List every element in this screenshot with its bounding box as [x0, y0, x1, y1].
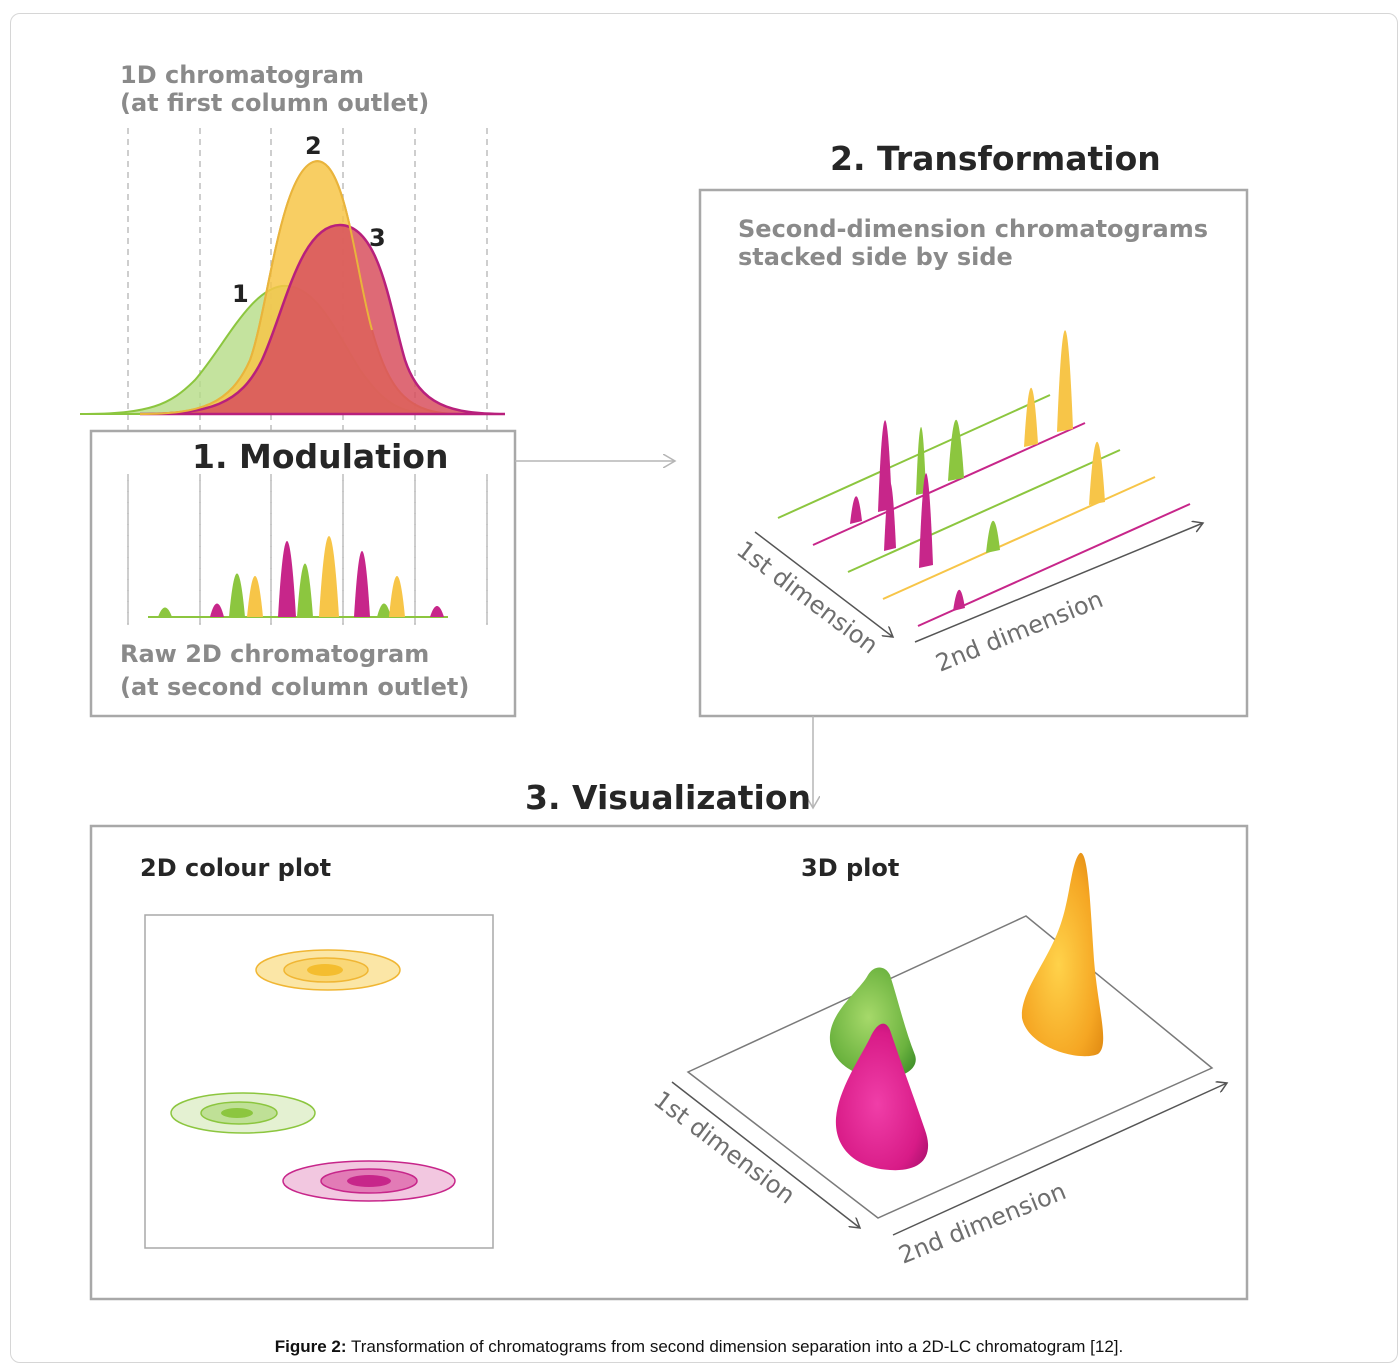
second-dim-subtitle: stacked side by side	[738, 243, 1013, 271]
stacked-peak	[916, 426, 926, 495]
trace-4-yellow	[882, 476, 1156, 600]
modulation-panel: 1. Modulation Raw 2D chromatogram (at se	[89, 429, 517, 718]
stacked-peak	[986, 520, 1000, 553]
raw-2d-subtitle: (at second column outlet)	[120, 673, 469, 701]
stacked-peak	[919, 473, 933, 568]
trace-2-magenta	[812, 422, 1086, 546]
trace-1-green	[777, 394, 1051, 519]
plot-3d-plane	[686, 915, 1214, 1219]
modulation-inner-gridlines	[127, 475, 488, 625]
stacked-peak	[948, 419, 964, 481]
raw-peak	[278, 541, 296, 617]
raw-peak	[377, 603, 391, 617]
contour-magenta	[282, 1160, 456, 1202]
peak-2-outline	[139, 160, 373, 415]
visualization-panel: 3. Visualization 2D colour plot 3D plot	[89, 778, 1249, 1301]
raw-peak	[158, 607, 172, 617]
figure-caption: Figure 2: Transformation of chromatogram…	[0, 1337, 1398, 1357]
chromatogram-1d: 1D chromatogram (at first column outlet)…	[79, 61, 506, 625]
stacked-peak	[850, 496, 862, 524]
modulation-title-bg	[94, 434, 512, 474]
transformation-title: 2. Transformation	[830, 139, 1161, 178]
contour-green	[170, 1092, 316, 1134]
stacked-peak	[953, 589, 965, 611]
modulation-frame	[89, 429, 517, 718]
stacked-peak	[884, 482, 896, 551]
stacked-peak	[1057, 330, 1073, 432]
figure-diagram: 1D chromatogram (at first column outlet)…	[79, 61, 1249, 1301]
caption-text: Transformation of chromatograms from sec…	[346, 1337, 1124, 1356]
trace-3-green	[847, 449, 1121, 573]
stacked-traces	[777, 330, 1191, 627]
peak-1-label: 1	[232, 280, 249, 308]
peak-3-magenta	[139, 223, 506, 416]
first-dim-label: 1st dimension	[731, 535, 883, 659]
plot-3d-title: 3D plot	[801, 854, 899, 882]
modulation-title: 1. Modulation	[192, 437, 448, 476]
plot-3d-second-dim-arrow	[892, 1083, 1227, 1236]
chrom-1d-title: 1D chromatogram	[120, 61, 364, 89]
raw-peak	[389, 576, 405, 617]
peak-3d-magenta	[835, 1023, 929, 1171]
visualization-title: 3. Visualization	[525, 778, 811, 817]
chrom-1d-subtitle: (at first column outlet)	[120, 89, 429, 117]
plot-3d-first-dim-arrow	[671, 1081, 860, 1228]
raw-2d-title: Raw 2D chromatogram	[120, 640, 429, 668]
transformation-frame	[698, 188, 1249, 718]
transformation-panel: 2. Transformation Second-dimension chrom…	[698, 139, 1249, 718]
second-dim-title: Second-dimension chromatograms	[738, 215, 1208, 243]
second-dim-axis-arrow	[914, 523, 1203, 643]
visualization-frame	[89, 824, 1249, 1301]
raw-peak	[297, 563, 313, 617]
colour-plot-title: 2D colour plot	[140, 854, 331, 882]
raw-peak	[229, 573, 245, 617]
peak-3-label: 3	[369, 224, 386, 252]
raw-peak	[319, 536, 339, 617]
first-dim-axis-arrow	[754, 531, 893, 637]
plot-3d-second-dim-label: 2nd dimension	[895, 1177, 1070, 1270]
caption-prefix: Figure 2:	[274, 1337, 347, 1356]
raw-peak	[247, 576, 263, 617]
raw-peak	[354, 551, 370, 617]
contour-yellow	[255, 949, 401, 991]
stacked-peak	[1089, 441, 1105, 505]
raw-peak	[210, 603, 224, 617]
peak-3d-yellow	[1021, 852, 1104, 1057]
stacked-peak	[1024, 387, 1038, 447]
raw-2d-peaks	[158, 536, 444, 617]
plot-3d-first-dim-label: 1st dimension	[648, 1085, 800, 1209]
raw-peak	[430, 606, 444, 617]
peak-2-label: 2	[305, 132, 322, 160]
